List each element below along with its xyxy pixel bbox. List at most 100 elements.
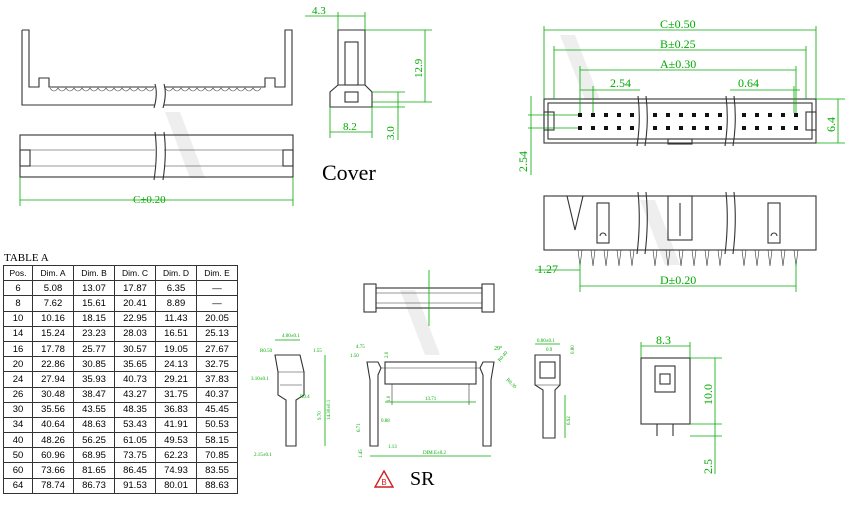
table-cell: 20.05 <box>196 310 238 327</box>
header-B-dim: B±0.25 <box>660 37 696 51</box>
table-cell: 50.53 <box>196 416 238 434</box>
table-cell: 29.21 <box>155 371 197 388</box>
sr-side-top-dim: 4.00±0.1 <box>282 334 300 339</box>
cover-top-view: C±0.20 <box>19 131 294 206</box>
table-cell: 61.05 <box>114 432 156 449</box>
sr-right-d-dim: 6.92 <box>567 416 572 425</box>
sr-top-view <box>363 270 495 326</box>
sr-front-view: 13.71 4.75 1.50 2.0 29° R0.40 R0.30 1.0 … <box>350 345 517 458</box>
table-cell: 40 <box>3 432 33 449</box>
table-cell: 48.26 <box>32 432 74 449</box>
table-cell: 27.94 <box>32 371 74 388</box>
sr-front-e-dim: R0.30 <box>505 378 517 390</box>
table-cell: 40.64 <box>32 416 74 434</box>
table-cell: 13.07 <box>73 280 115 297</box>
sr-label: SR <box>410 468 435 490</box>
sr-front-h-dim: 0.88 <box>381 419 390 424</box>
table-cell: 24 <box>3 371 33 388</box>
table-cell: 86.73 <box>73 477 115 494</box>
table-cell: 25.77 <box>73 340 115 358</box>
table-cell: 14 <box>3 325 33 342</box>
cover-front-view <box>21 29 293 109</box>
sr-front-angle-dim: 29° <box>494 345 503 352</box>
table-cell: 31.75 <box>155 386 197 403</box>
table-cell: 78.74 <box>32 477 74 494</box>
front-edge-dim: 1.27 <box>537 262 558 276</box>
table-cell: 22.95 <box>114 310 156 327</box>
header-pins <box>578 113 798 130</box>
table-cell: 20.41 <box>114 295 156 312</box>
table-cell: 8 <box>3 295 33 312</box>
sr-side-c-dim: 3.10±0.1 <box>251 377 269 382</box>
table-cell: 10 <box>3 310 33 327</box>
table-cell: 16.51 <box>155 325 197 342</box>
header-pitch-dim: 2.54 <box>610 76 631 90</box>
dimension-table: Pos. Dim. A Dim. B Dim. C Dim. D Dim. E … <box>3 264 238 494</box>
sr-front-b-dim: 1.50 <box>350 354 359 359</box>
sr-side-d-dim: 9.70 <box>318 411 323 420</box>
table-cell: 43.27 <box>114 386 156 403</box>
sr-side-b-dim: R0.50 <box>260 349 273 354</box>
table-cell: 19.05 <box>155 340 197 358</box>
header-A-dim: A±0.30 <box>660 57 696 71</box>
table-cell: 16 <box>3 340 33 358</box>
table-cell: 48.35 <box>114 401 156 418</box>
col-header: Dim. A <box>32 264 74 282</box>
watermark <box>165 35 680 355</box>
cover-side-base-height-dim: 3.0 <box>385 126 397 140</box>
table-cell: 73.75 <box>114 447 156 464</box>
table-cell: 15.61 <box>73 295 115 312</box>
table-cell: 41.91 <box>155 416 197 434</box>
sr-front-j-dim: 1.45 <box>359 449 364 458</box>
table-cell: 30.57 <box>114 340 156 358</box>
table-cell: 7.62 <box>32 295 74 312</box>
cover-side-height-dim: 12.9 <box>413 58 425 78</box>
table-header-row: Pos. Dim. A Dim. B Dim. C Dim. D Dim. E <box>3 264 238 282</box>
table-cell: 83.55 <box>196 462 238 479</box>
table-cell: 30.48 <box>32 386 74 403</box>
sr-right-b-dim: 0.9 <box>546 348 553 353</box>
table-cell: 5.08 <box>32 280 74 297</box>
table-cell: 26 <box>3 386 33 403</box>
sr-side-f-dim: 2.15±0.1 <box>254 453 272 458</box>
table-cell: 91.53 <box>114 477 156 494</box>
table-cell: 27.67 <box>196 340 238 358</box>
table-cell: 37.83 <box>196 371 238 388</box>
table-cell: 88.63 <box>196 477 238 494</box>
header-row-pitch-dim: 2.54 <box>516 151 530 172</box>
sr-front-d-dim: R0.40 <box>498 350 510 363</box>
sr-side-view: 4.00±0.1 1.55 R0.50 3.10±0.1 9.70 14.30±… <box>251 334 332 458</box>
sr-side-g-dim: R0.4 <box>300 395 310 400</box>
table-cell: 53.43 <box>114 416 156 434</box>
table-cell: 17.87 <box>114 280 156 297</box>
table-cell: 56.25 <box>73 432 115 449</box>
table-cell: 23.23 <box>73 325 115 342</box>
table-cell: 35.56 <box>32 401 74 418</box>
header-top-view: C±0.50 B±0.25 A±0.30 2.54 0.64 6.4 2.54 <box>516 17 845 175</box>
sr-front-f-dim: 13.71 <box>425 397 437 402</box>
table-title: TABLE A <box>4 252 49 264</box>
table-cell: 74.93 <box>155 462 197 479</box>
sr-front-i-dim: 6.71 <box>357 423 362 432</box>
col-header: Dim. E <box>196 264 238 282</box>
sr-side-e-dim: 14.30±0.1 <box>327 399 332 420</box>
end-height-dim: 10.0 <box>701 384 715 405</box>
table-cell: 48.63 <box>73 416 115 434</box>
table-cell: 68.95 <box>73 447 115 464</box>
table-cell: 20 <box>3 356 33 373</box>
table-cell: 64 <box>3 477 33 494</box>
sr-right-a-dim: 6.00±0.1 <box>537 339 555 344</box>
cover-side-view: 4.3 12.9 8.2 3.0 <box>305 5 432 140</box>
sr-warning-triangle-icon: B <box>374 470 394 488</box>
table-cell: 43.55 <box>73 401 115 418</box>
